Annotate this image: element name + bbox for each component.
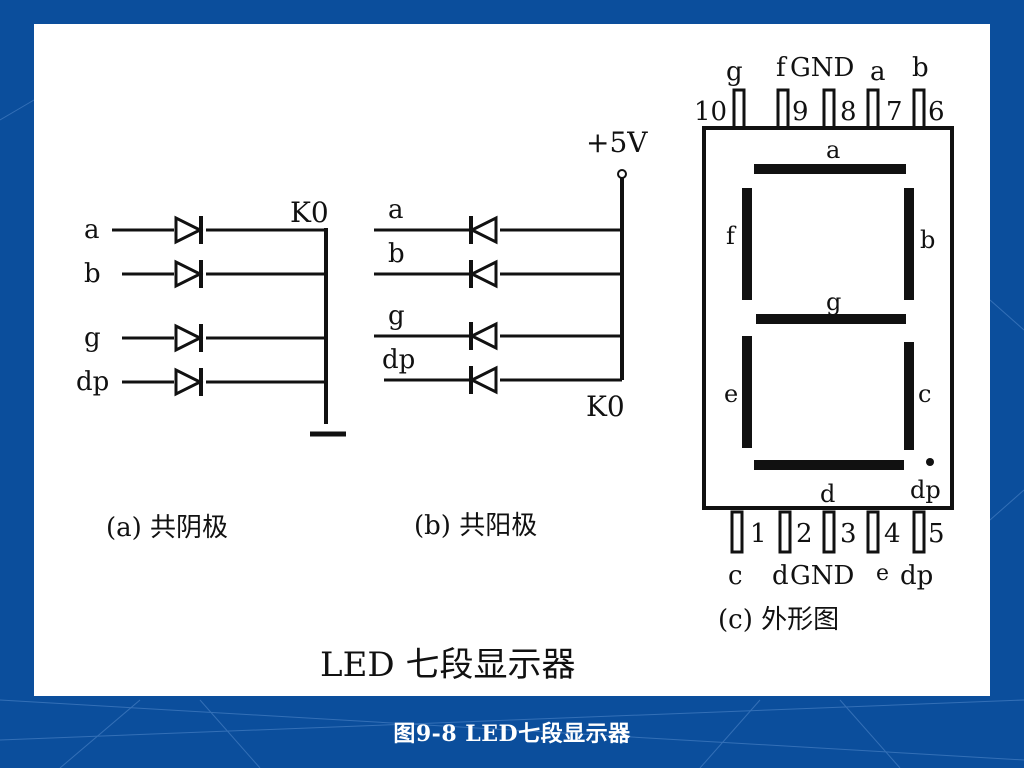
top-pin: [776, 88, 790, 130]
segment-dp-label: dp: [910, 476, 941, 504]
cathode-input-b-label: b: [84, 259, 101, 289]
top-pin-name: g: [726, 57, 743, 87]
figure-main-title: LED 七段显示器: [320, 645, 575, 685]
common-cathode-circuit: a b g dp K0 (a) 共阴极: [76, 196, 346, 543]
cathode-k0-label: K0: [290, 196, 329, 229]
top-pin-name: f: [776, 53, 788, 83]
diode-icon: [468, 215, 498, 245]
segments: [742, 164, 934, 470]
top-pin: [912, 88, 926, 130]
bottom-pin-number: 4: [884, 519, 901, 549]
top-pin-name: a: [870, 57, 886, 87]
outline-caption: (c) 外形图: [718, 605, 839, 635]
diode-icon: [468, 259, 498, 289]
segment-a-bar: [754, 164, 906, 174]
cathode-input-dp-label: dp: [76, 367, 109, 397]
top-pin: [822, 88, 836, 130]
anode-input-g-label: g: [388, 301, 405, 331]
top-pin-name: GND: [790, 53, 854, 83]
segment-f-label: f: [726, 222, 737, 250]
bottom-pin-name: GND: [790, 561, 854, 591]
segment-e-label: e: [724, 380, 738, 408]
top-pin: [732, 88, 746, 130]
bottom-pin: [730, 510, 744, 554]
anode-input-dp-label: dp: [382, 345, 415, 375]
top-pin-number: 10: [694, 97, 727, 127]
diode-icon: [174, 323, 204, 353]
bottom-pin-number: 3: [840, 519, 857, 549]
bottom-pin: [778, 510, 792, 554]
segment-d-label: d: [820, 480, 835, 508]
seven-segment-outline: g f GND a b 10 9 8 7 6: [694, 53, 954, 635]
bottom-pin-number: 2: [796, 519, 813, 549]
bottom-pin-number: 1: [750, 519, 767, 549]
top-pin: [866, 88, 880, 130]
common-anode-circuit: +5V a b g dp K0 (b) 共阳极: [374, 126, 648, 541]
segment-dp-dot: [926, 458, 934, 466]
bottom-pin: [912, 510, 926, 554]
bottom-pin-name: e: [876, 561, 889, 586]
segment-e-bar: [742, 336, 752, 448]
bottom-pin-name: d: [772, 561, 789, 591]
segment-f-bar: [742, 188, 752, 300]
cathode-input-a-label: a: [84, 215, 100, 245]
cathode-diodes: [174, 215, 204, 397]
top-pin-number: 7: [886, 97, 903, 127]
bottom-pin-name: c: [728, 561, 743, 591]
segment-g-label: g: [826, 288, 841, 316]
anode-k0-label: K0: [586, 390, 625, 423]
anode-diodes: [468, 215, 498, 395]
diode-icon: [468, 321, 498, 351]
segment-d-bar: [754, 460, 904, 470]
package-body: [702, 126, 954, 510]
bottom-pin: [866, 510, 880, 554]
segment-b-bar: [904, 188, 914, 300]
supply-terminal-icon: [617, 169, 627, 179]
diode-icon: [468, 365, 498, 395]
top-pin-number: 8: [840, 97, 857, 127]
top-pin-name: b: [912, 53, 929, 83]
bottom-pin-name: dp: [900, 561, 933, 591]
top-pin-number: 6: [928, 97, 945, 127]
segment-g-bar: [756, 314, 906, 324]
segment-c-bar: [904, 342, 914, 450]
top-pin-number: 9: [792, 97, 809, 127]
cathode-caption: (a) 共阴极: [106, 513, 228, 543]
bottom-pin: [822, 510, 836, 554]
anode-input-b-label: b: [388, 239, 405, 269]
figure-panel: a b g dp K0 (a) 共阴极: [34, 24, 990, 696]
anode-caption: (b) 共阳极: [414, 511, 537, 541]
segment-a-label: a: [826, 136, 840, 164]
segment-c-label: c: [918, 380, 931, 408]
cathode-input-g-label: g: [84, 323, 101, 353]
anode-supply-label: +5V: [586, 126, 648, 159]
diode-icon: [174, 215, 204, 245]
bottom-pin-number: 5: [928, 519, 945, 549]
segment-b-label: b: [920, 226, 935, 254]
slide-caption: 图9-8 LED七段显示器: [393, 721, 631, 747]
diode-icon: [174, 367, 204, 397]
diode-icon: [174, 259, 204, 289]
anode-input-a-label: a: [388, 195, 404, 225]
